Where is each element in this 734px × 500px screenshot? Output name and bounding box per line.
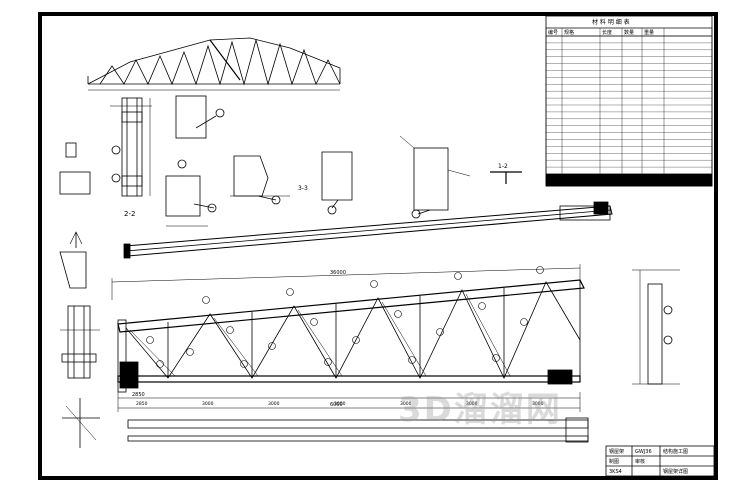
node-marker bbox=[186, 348, 194, 356]
detail-label-right: 1-2 bbox=[498, 163, 508, 170]
long-member bbox=[123, 201, 613, 259]
tb-r3c1: 3KS4 bbox=[609, 469, 622, 475]
node-marker bbox=[454, 272, 462, 280]
support-detail bbox=[59, 231, 100, 448]
table-header-cell: 编号 bbox=[548, 29, 558, 36]
bottom-chord-strip bbox=[127, 417, 589, 443]
overall-length: 36000 bbox=[330, 270, 346, 276]
node-marker bbox=[536, 266, 544, 274]
truss-overview bbox=[87, 37, 341, 91]
tb-r2c2: 审核 bbox=[635, 458, 645, 465]
watermark: 3D溜溜网 bbox=[398, 390, 562, 430]
bottom-dimension-label: 3000 bbox=[202, 401, 214, 407]
node-marker bbox=[520, 318, 528, 326]
bottom-dimension-label: 2850 bbox=[136, 401, 148, 407]
tb-r1c2: GWJ36 bbox=[635, 449, 652, 455]
bottom-dimension-label: 3000 bbox=[532, 401, 544, 407]
span-left: 2850 bbox=[132, 392, 145, 398]
node-marker bbox=[146, 336, 154, 344]
tb-r2c3: 结构施工图 bbox=[663, 448, 688, 455]
bottom-dimension-label: 3000 bbox=[334, 401, 346, 407]
base-plate bbox=[59, 171, 91, 195]
node-marker bbox=[370, 280, 378, 288]
gusset-plate-1 bbox=[175, 95, 207, 139]
gusset-plate-3 bbox=[233, 155, 269, 197]
node-marker bbox=[394, 310, 402, 318]
gusset-plate-4 bbox=[321, 151, 353, 201]
table-header-cell: 重量 bbox=[644, 29, 654, 36]
node-marker bbox=[226, 326, 234, 334]
node-marker bbox=[352, 336, 360, 344]
node-marker bbox=[478, 302, 486, 310]
node-marker bbox=[240, 360, 248, 368]
node-marker bbox=[286, 288, 294, 296]
detail-label-mid: 3-3 bbox=[298, 185, 308, 192]
tb-r2c1: 制图 bbox=[609, 458, 619, 465]
section-label: 2-2 bbox=[124, 210, 135, 218]
span-right: 6000 bbox=[330, 402, 343, 408]
node-marker bbox=[324, 358, 332, 366]
material-table: 编号规格 长度 数量 重量 bbox=[545, 15, 713, 187]
node-marker bbox=[268, 342, 276, 350]
table-title: 材 料 明 细 表 bbox=[592, 18, 630, 26]
tee-detail bbox=[490, 171, 522, 184]
tb-r1c1: 钢屋架 bbox=[609, 448, 624, 455]
gusset-plate-2 bbox=[165, 175, 201, 217]
column-detail bbox=[110, 97, 152, 197]
node-marker bbox=[202, 296, 210, 304]
bottom-dimension-label: 3000 bbox=[466, 401, 478, 407]
title-block bbox=[605, 445, 715, 477]
node-marker bbox=[436, 328, 444, 336]
table-header-cell: 规格 bbox=[564, 29, 574, 36]
node-marker bbox=[492, 354, 500, 362]
bottom-dimension-label: 3000 bbox=[268, 401, 280, 407]
node-marker bbox=[310, 318, 318, 326]
tb-r3c2: 钢屋架详图 bbox=[663, 468, 688, 475]
gusset-plate-5 bbox=[413, 147, 449, 211]
main-truss bbox=[111, 264, 585, 412]
bottom-dimension-label: 3000 bbox=[400, 401, 412, 407]
table-header-cell: 长度 bbox=[602, 29, 612, 36]
node-marker bbox=[408, 356, 416, 364]
table-header-cell: 数量 bbox=[624, 29, 634, 36]
node-marker bbox=[156, 360, 164, 368]
right-end-detail bbox=[632, 269, 680, 385]
